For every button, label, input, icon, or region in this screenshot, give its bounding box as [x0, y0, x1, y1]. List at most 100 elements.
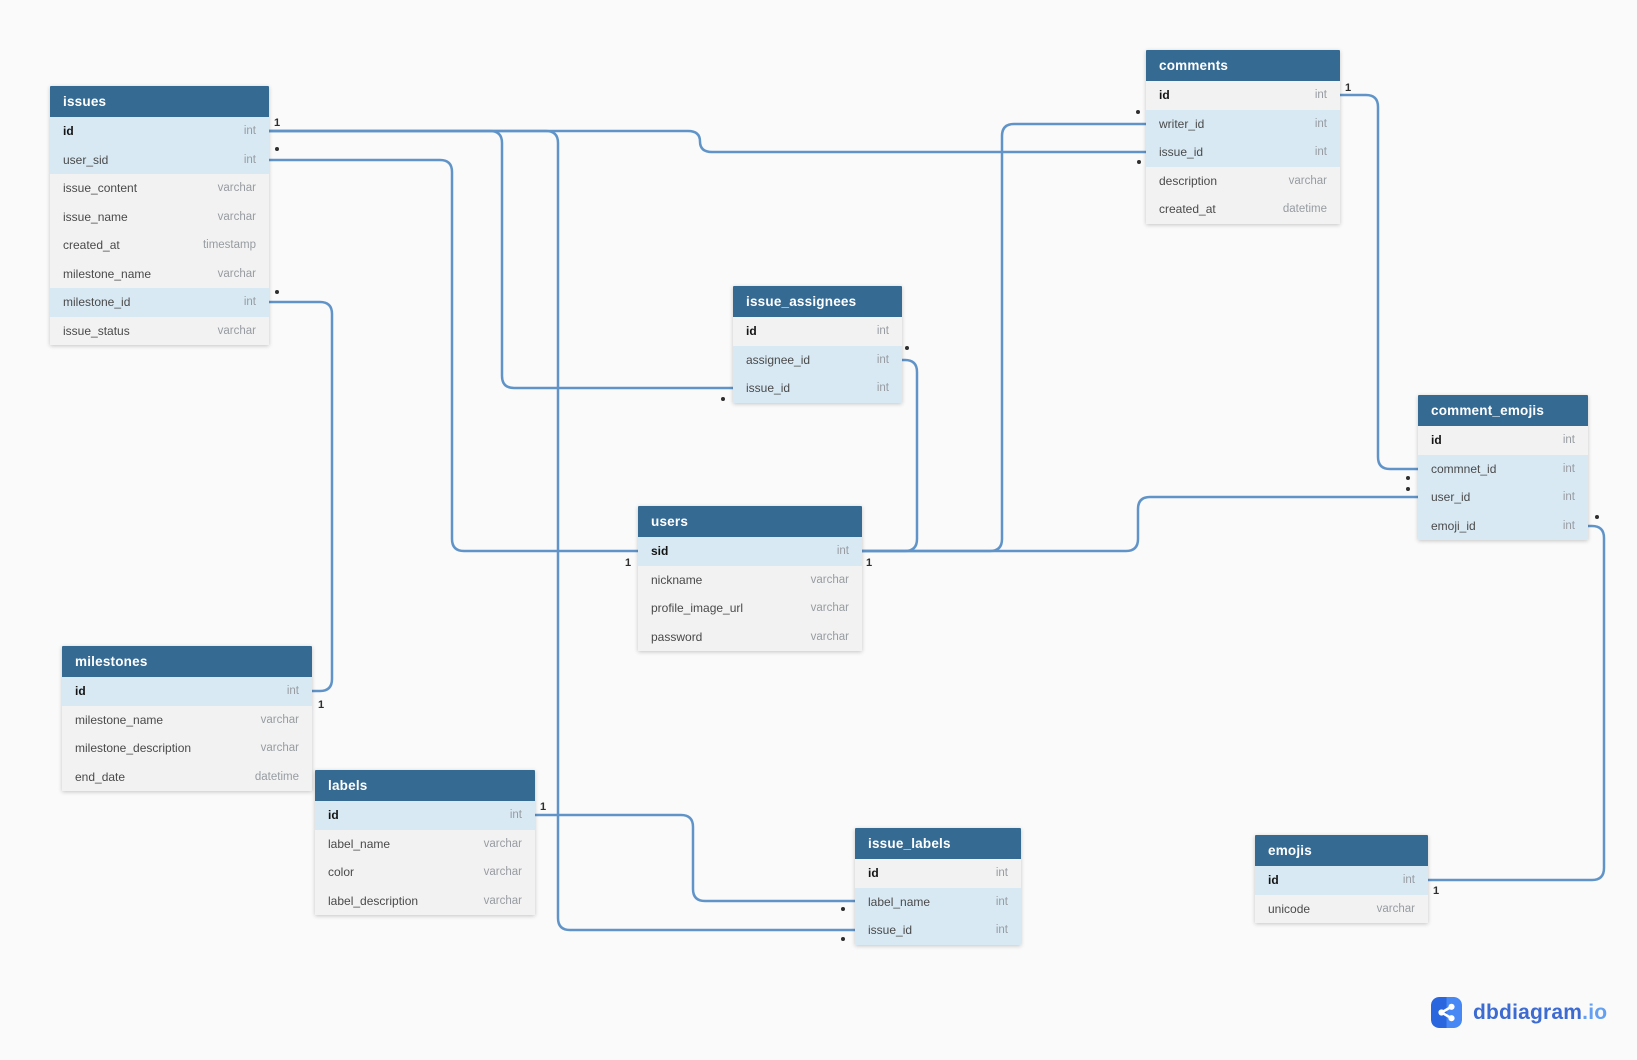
field-milestones-milestone_description: milestone_description varchar — [62, 734, 312, 763]
cardinality-many-marker — [905, 346, 909, 350]
field-type: varchar — [483, 837, 522, 850]
field-users-sid: sid int — [638, 537, 862, 566]
cardinality-many-marker — [275, 147, 279, 151]
cardinality-one-marker: 1 — [625, 557, 631, 569]
field-type: int — [1562, 462, 1575, 475]
field-name: issue_id — [1159, 145, 1204, 160]
field-type: varchar — [483, 866, 522, 879]
field-type: int — [509, 809, 522, 822]
table-header-comments[interactable]: comments — [1146, 50, 1340, 81]
field-type: varchar — [1288, 174, 1327, 187]
field-type: int — [876, 353, 889, 366]
field-name: writer_id — [1159, 116, 1205, 131]
field-type: varchar — [810, 573, 849, 586]
table-header-issues[interactable]: issues — [50, 86, 269, 117]
cardinality-many-marker — [841, 907, 845, 911]
cardinality-many-marker — [1136, 110, 1140, 114]
relationship-issues.id-issue_labels.issue_id — [269, 129, 855, 932]
field-type: int — [1562, 519, 1575, 532]
field-type: varchar — [217, 324, 256, 337]
field-comments-writer_id: writer_id int — [1146, 109, 1340, 138]
field-name: color — [328, 865, 355, 880]
field-name: description — [1159, 173, 1218, 188]
table-header-labels[interactable]: labels — [315, 770, 535, 801]
field-name: id — [75, 684, 86, 699]
table-header-comment_emojis[interactable]: comment_emojis — [1418, 395, 1588, 426]
field-name: issue_name — [63, 209, 128, 224]
field-name: issue_id — [868, 923, 913, 938]
table-header-emojis[interactable]: emojis — [1255, 835, 1428, 866]
relationship-users.sid-comments.writer_id — [862, 122, 1146, 553]
field-name: nickname — [651, 572, 703, 587]
field-name: id — [746, 324, 757, 339]
field-name: user_sid — [63, 152, 109, 167]
field-name: created_at — [63, 238, 120, 253]
field-type: int — [243, 153, 256, 166]
table-header-issue_assignees[interactable]: issue_assignees — [733, 286, 902, 317]
relationship-issues.id-comments.issue_id — [269, 129, 1146, 154]
field-type: varchar — [260, 742, 299, 755]
field-name: emoji_id — [1431, 518, 1476, 533]
field-name: issue_status — [63, 323, 130, 338]
field-type: int — [836, 545, 849, 558]
dbdiagram-logo[interactable]: dbdiagram.io — [1431, 997, 1607, 1028]
field-type: int — [876, 325, 889, 338]
relationship-comments.id-comment_emojis.commnet_id — [1340, 93, 1418, 471]
field-name: unicode — [1268, 901, 1311, 916]
cardinality-many-marker — [1137, 160, 1141, 164]
field-users-nickname: nickname varchar — [638, 565, 862, 594]
logo-text: dbdiagram.io — [1473, 1001, 1607, 1025]
field-name: id — [868, 866, 879, 881]
field-name: commnet_id — [1431, 461, 1497, 476]
relationship-issues.milestone_id-milestones.id — [269, 300, 334, 693]
field-name: milestone_description — [75, 741, 192, 756]
field-name: issue_id — [746, 381, 791, 396]
table-header-milestones[interactable]: milestones — [62, 646, 312, 677]
field-type: datetime — [1282, 203, 1327, 216]
field-type: int — [1314, 117, 1327, 130]
field-name: milestone_id — [63, 295, 131, 310]
table-header-users[interactable]: users — [638, 506, 862, 537]
field-name: issue_content — [63, 181, 138, 196]
table-header-issue_labels[interactable]: issue_labels — [855, 828, 1021, 859]
cardinality-one-marker: 1 — [1345, 82, 1351, 94]
field-name: id — [1431, 433, 1442, 448]
cardinality-many-marker — [275, 290, 279, 294]
field-name: label_name — [328, 836, 391, 851]
table-users[interactable]: users sid int nickname varchar profile_image_… — [638, 506, 862, 651]
field-type: varchar — [810, 630, 849, 643]
cardinality-many-marker — [1406, 487, 1410, 491]
field-name: id — [1159, 88, 1170, 103]
field-type: timestamp — [202, 239, 256, 252]
field-type: int — [243, 296, 256, 309]
field-name: sid — [651, 544, 669, 559]
relationship-emojis.id-comment_emojis.emoji_id — [1428, 524, 1606, 882]
cardinality-one-marker: 1 — [1433, 885, 1439, 897]
field-type: int — [1562, 434, 1575, 447]
field-issues-created_at: created_at timestamp — [50, 231, 269, 260]
logo-brand: dbdiagram — [1473, 1000, 1583, 1024]
relationship-issue_assignees.assignee_id-users.sid — [862, 358, 919, 553]
field-name: password — [651, 629, 703, 644]
cardinality-many-marker — [1595, 515, 1599, 519]
